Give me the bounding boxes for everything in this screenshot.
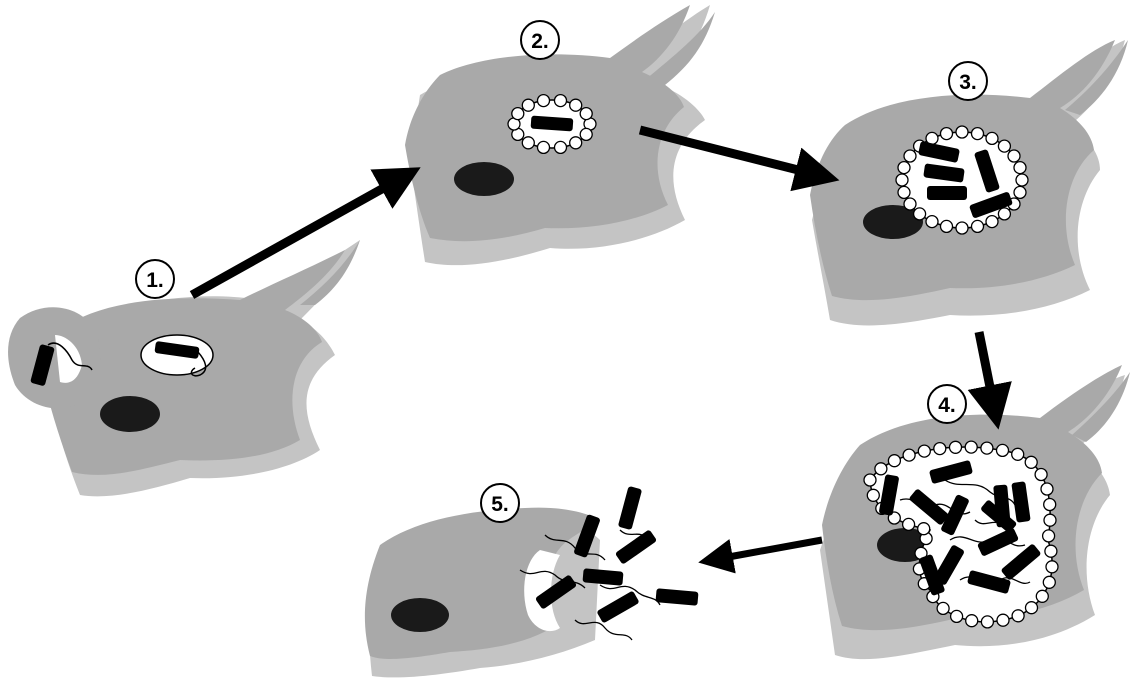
step-5-label: 5. [491,493,509,516]
step-1-label: 1. [146,269,164,292]
membrane-vesicle [998,140,1010,152]
bacterium [655,588,698,606]
membrane-vesicle [555,141,567,153]
membrane-vesicle [522,99,534,111]
membrane-vesicle [1016,174,1028,186]
membrane-vesicle [956,222,968,234]
membrane-vesicle [1025,456,1037,468]
membrane-vesicle [1044,514,1056,526]
membrane-vesicle [538,95,550,107]
membrane-vesicle [1043,530,1055,542]
membrane-vesicle [966,615,978,627]
membrane-vesicle [972,128,984,140]
membrane-vesicle [864,474,876,486]
membrane-vesicle [1035,469,1047,481]
membrane-vesicle [926,216,938,228]
membrane-vesicle [981,442,993,454]
membrane-vesicle [918,445,930,457]
arrow-4-to-5 [712,540,822,560]
membrane-vesicle [972,220,984,232]
membrane-vesicle [981,616,993,628]
membrane-vesicle [1008,150,1020,162]
membrane-vesicle [914,208,926,220]
cell-5: 5. [365,484,699,677]
membrane-vesicle [898,186,910,198]
membrane-vesicle [986,216,998,228]
cell-4: 4. [820,365,1130,659]
membrane-vesicle [950,441,962,453]
membrane-vesicle [1044,499,1056,511]
membrane-vesicle [918,523,930,535]
membrane-vesicle [1045,545,1057,557]
membrane-vesicle [997,444,1009,456]
membrane-vesicle [934,443,946,455]
membrane-vesicle [941,220,953,232]
arrow-3-to-4 [979,332,995,412]
membrane-vesicle [951,610,963,622]
membrane-vesicle [888,455,900,467]
membrane-vesicle [903,518,915,530]
membrane-vesicle [580,128,592,140]
membrane-vesicle [867,489,879,501]
membrane-vesicle [898,162,910,174]
membrane-vesicle [1012,610,1024,622]
membrane-vesicle [1046,561,1058,573]
membrane-vesicle [512,108,524,120]
cell-1-nucleus [100,396,160,432]
cell-1: 1. [8,240,360,496]
membrane-vesicle [956,126,968,138]
cell-3: 3. [810,40,1128,325]
membrane-vesicle [998,208,1010,220]
membrane-vesicle [896,174,908,186]
membrane-vesicle [904,150,916,162]
membrane-vesicle [1041,483,1053,495]
cell-5-nucleus [391,598,449,632]
cell-1-external-envelope [8,307,100,408]
bacterium [596,590,639,623]
membrane-vesicle [1014,186,1026,198]
bacterium [618,486,642,530]
membrane-vesicle [1014,162,1026,174]
cell-2-nucleus [454,162,514,196]
membrane-vesicle [555,95,567,107]
membrane-vesicle [1043,576,1055,588]
membrane-vesicle [1036,590,1048,602]
bacterium [927,186,967,200]
step-4-label: 4. [938,394,956,417]
membrane-vesicle [522,137,534,149]
membrane-vesicle [570,137,582,149]
membrane-vesicle [1026,602,1038,614]
step-3-label: 3. [959,71,977,94]
membrane-vesicle [580,108,592,120]
cell-3-nucleus [863,205,923,239]
membrane-vesicle [538,141,550,153]
membrane-vesicle [937,602,949,614]
membrane-vesicle [965,441,977,453]
step-2-label: 2. [531,30,549,53]
membrane-vesicle [997,614,1009,626]
membrane-vesicle [941,128,953,140]
membrane-vesicle [875,463,887,475]
membrane-vesicle [986,132,998,144]
membrane-vesicle [1012,448,1024,460]
membrane-vesicle [570,99,582,111]
membrane-vesicle [903,449,915,461]
membrane-vesicle [904,198,916,210]
